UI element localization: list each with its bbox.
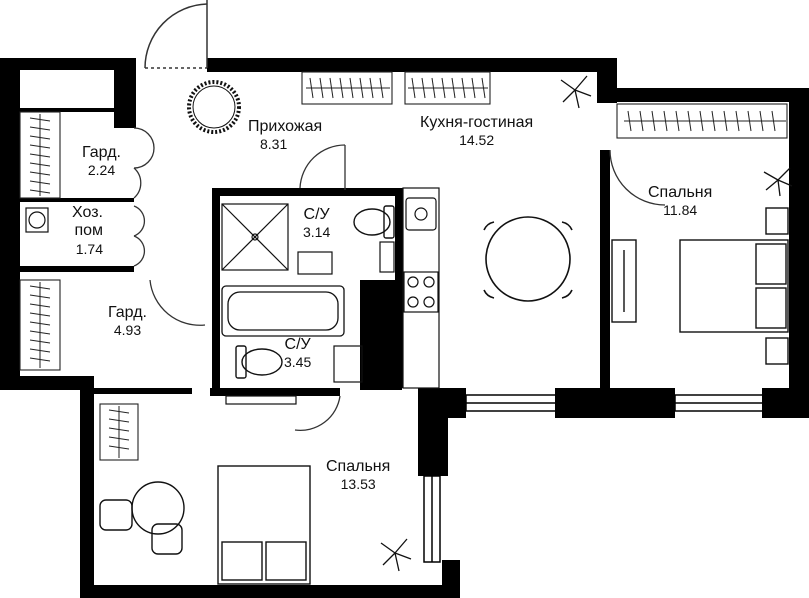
room-area: 3.14	[303, 224, 331, 241]
room-label-bedroom-2: Спальня 13.53	[326, 458, 390, 492]
bed-icon	[679, 207, 789, 365]
bed-icon	[217, 465, 311, 585]
room-name: Гард.	[108, 304, 147, 321]
room-area: 14.52	[459, 132, 495, 149]
tv-icon	[611, 239, 637, 323]
doors	[133, 127, 666, 432]
room-name: Гард.	[82, 144, 121, 161]
round-mirror-icon	[187, 80, 241, 134]
room-label-wardrobe-1: Гард. 2.24	[82, 144, 121, 178]
room-label-bathroom-2: С/У 3.45	[284, 336, 311, 370]
sink-icon	[297, 241, 395, 275]
windows	[423, 394, 764, 563]
hanger-marks	[29, 77, 786, 458]
room-area: 4.93	[113, 322, 142, 339]
room-name: С/У	[284, 336, 311, 353]
washing-machine-icon	[25, 207, 49, 233]
wardrobes	[19, 71, 788, 461]
room-area: 13.53	[340, 476, 376, 493]
room-area: 8.31	[260, 136, 288, 153]
bathtub-icon	[221, 285, 345, 337]
walls	[0, 58, 809, 598]
room-name-line2: пом	[74, 222, 103, 240]
toilet-icon	[235, 345, 283, 379]
round-table-icon	[483, 216, 573, 302]
room-name: Спальня	[648, 184, 713, 201]
room-name: Прихожая	[248, 118, 323, 135]
sink-icon	[405, 197, 437, 231]
room-label-hallway: Прихожая 8.31	[248, 118, 322, 152]
kitchen-counter	[402, 187, 440, 389]
entrance-door	[144, 0, 208, 69]
room-name: Спальня	[326, 458, 391, 475]
room-name: Хоз.	[72, 204, 103, 221]
room-area: 3.45	[284, 354, 312, 371]
shower-icon	[221, 203, 289, 271]
room-name: С/У	[303, 206, 330, 223]
sink-icon	[225, 345, 363, 405]
room-label-utility: Хоз. пом 1.74	[72, 204, 103, 257]
plant-icon	[380, 75, 793, 572]
armchair-icon	[99, 481, 185, 555]
toilet-icon	[353, 205, 395, 239]
room-name: Кухня-гостиная	[420, 114, 534, 131]
room-label-wardrobe-2: Гард. 4.93	[108, 304, 147, 338]
room-label-kitchen-living: Кухня-гостиная 14.52	[420, 114, 533, 148]
room-area: 2.24	[87, 162, 116, 179]
room-area: 1.74	[75, 240, 103, 257]
stove-icon	[403, 271, 439, 313]
room-label-bedroom-1: Спальня 11.84	[648, 184, 712, 218]
room-area: 11.84	[663, 202, 698, 219]
room-label-bathroom-1: С/У 3.14	[303, 206, 330, 240]
